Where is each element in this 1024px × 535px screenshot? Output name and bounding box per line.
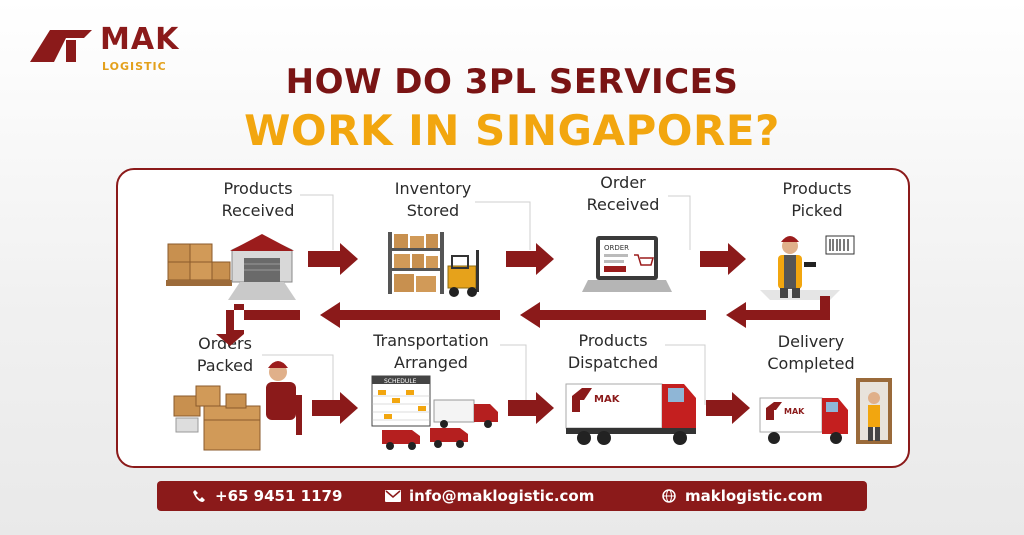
step-label-line: Received — [586, 195, 660, 214]
warehouse-boxes-icon — [166, 234, 296, 300]
step-label-line: Transportation — [373, 331, 489, 350]
brand-name: MAK — [100, 22, 180, 57]
order-screen-text: ORDER — [604, 244, 629, 252]
email-text: info@maklogistic.com — [409, 487, 595, 505]
laptop-order-icon: ORDER — [582, 236, 672, 292]
brand-sub: LOGISTIC — [102, 60, 167, 73]
mak-logo-mark-icon — [30, 30, 92, 62]
schedule-title: SCHEDULE — [384, 378, 417, 385]
step-label-line: Delivery — [777, 332, 845, 351]
step-label-line: Picked — [791, 201, 843, 220]
step-label-line: Completed — [767, 354, 855, 373]
truck-door-icon: MAK — [759, 378, 892, 444]
step-label-line: Products — [578, 331, 648, 350]
step-label-line: Received — [221, 201, 295, 220]
step-label-line: Order — [600, 173, 646, 192]
shelves-forklift-icon — [388, 232, 479, 297]
packing-worker-icon — [173, 361, 302, 451]
contact-email[interactable]: info@maklogistic.com — [385, 481, 594, 511]
page-title-line1: HOW DO 3PL SERVICES — [285, 62, 739, 102]
step-label-line: Products — [223, 179, 293, 198]
step-label-line: Packed — [196, 356, 254, 375]
delivery-truck-brand-text: MAK — [784, 407, 805, 416]
brand-logo: MAK LOGISTIC — [30, 20, 220, 80]
truck-icon: MAK — [565, 383, 696, 445]
contact-bar: +65 9451 1179 info@maklogistic.com maklo… — [157, 481, 867, 511]
step-label-line: Stored — [406, 201, 460, 220]
worker-scanner-icon — [760, 235, 855, 300]
schedule-vans-icon: SCHEDULE — [371, 375, 498, 450]
truck-brand-text: MAK — [594, 394, 621, 405]
step-label-line: Inventory — [394, 179, 472, 198]
page-title-line2: WORK IN SINGAPORE? — [244, 106, 780, 155]
email-icon — [385, 488, 401, 504]
step-label-line: Dispatched — [567, 353, 659, 372]
step-label-line: Arranged — [394, 353, 468, 372]
contact-website[interactable]: maklogistic.com — [661, 481, 823, 511]
website-text: maklogistic.com — [685, 487, 823, 505]
contact-phone[interactable]: +65 9451 1179 — [191, 481, 342, 511]
globe-icon — [661, 488, 677, 504]
step-label-line: Products — [782, 179, 852, 198]
phone-icon — [191, 488, 207, 504]
flow-arrows — [216, 243, 830, 424]
phone-text: +65 9451 1179 — [215, 487, 343, 505]
